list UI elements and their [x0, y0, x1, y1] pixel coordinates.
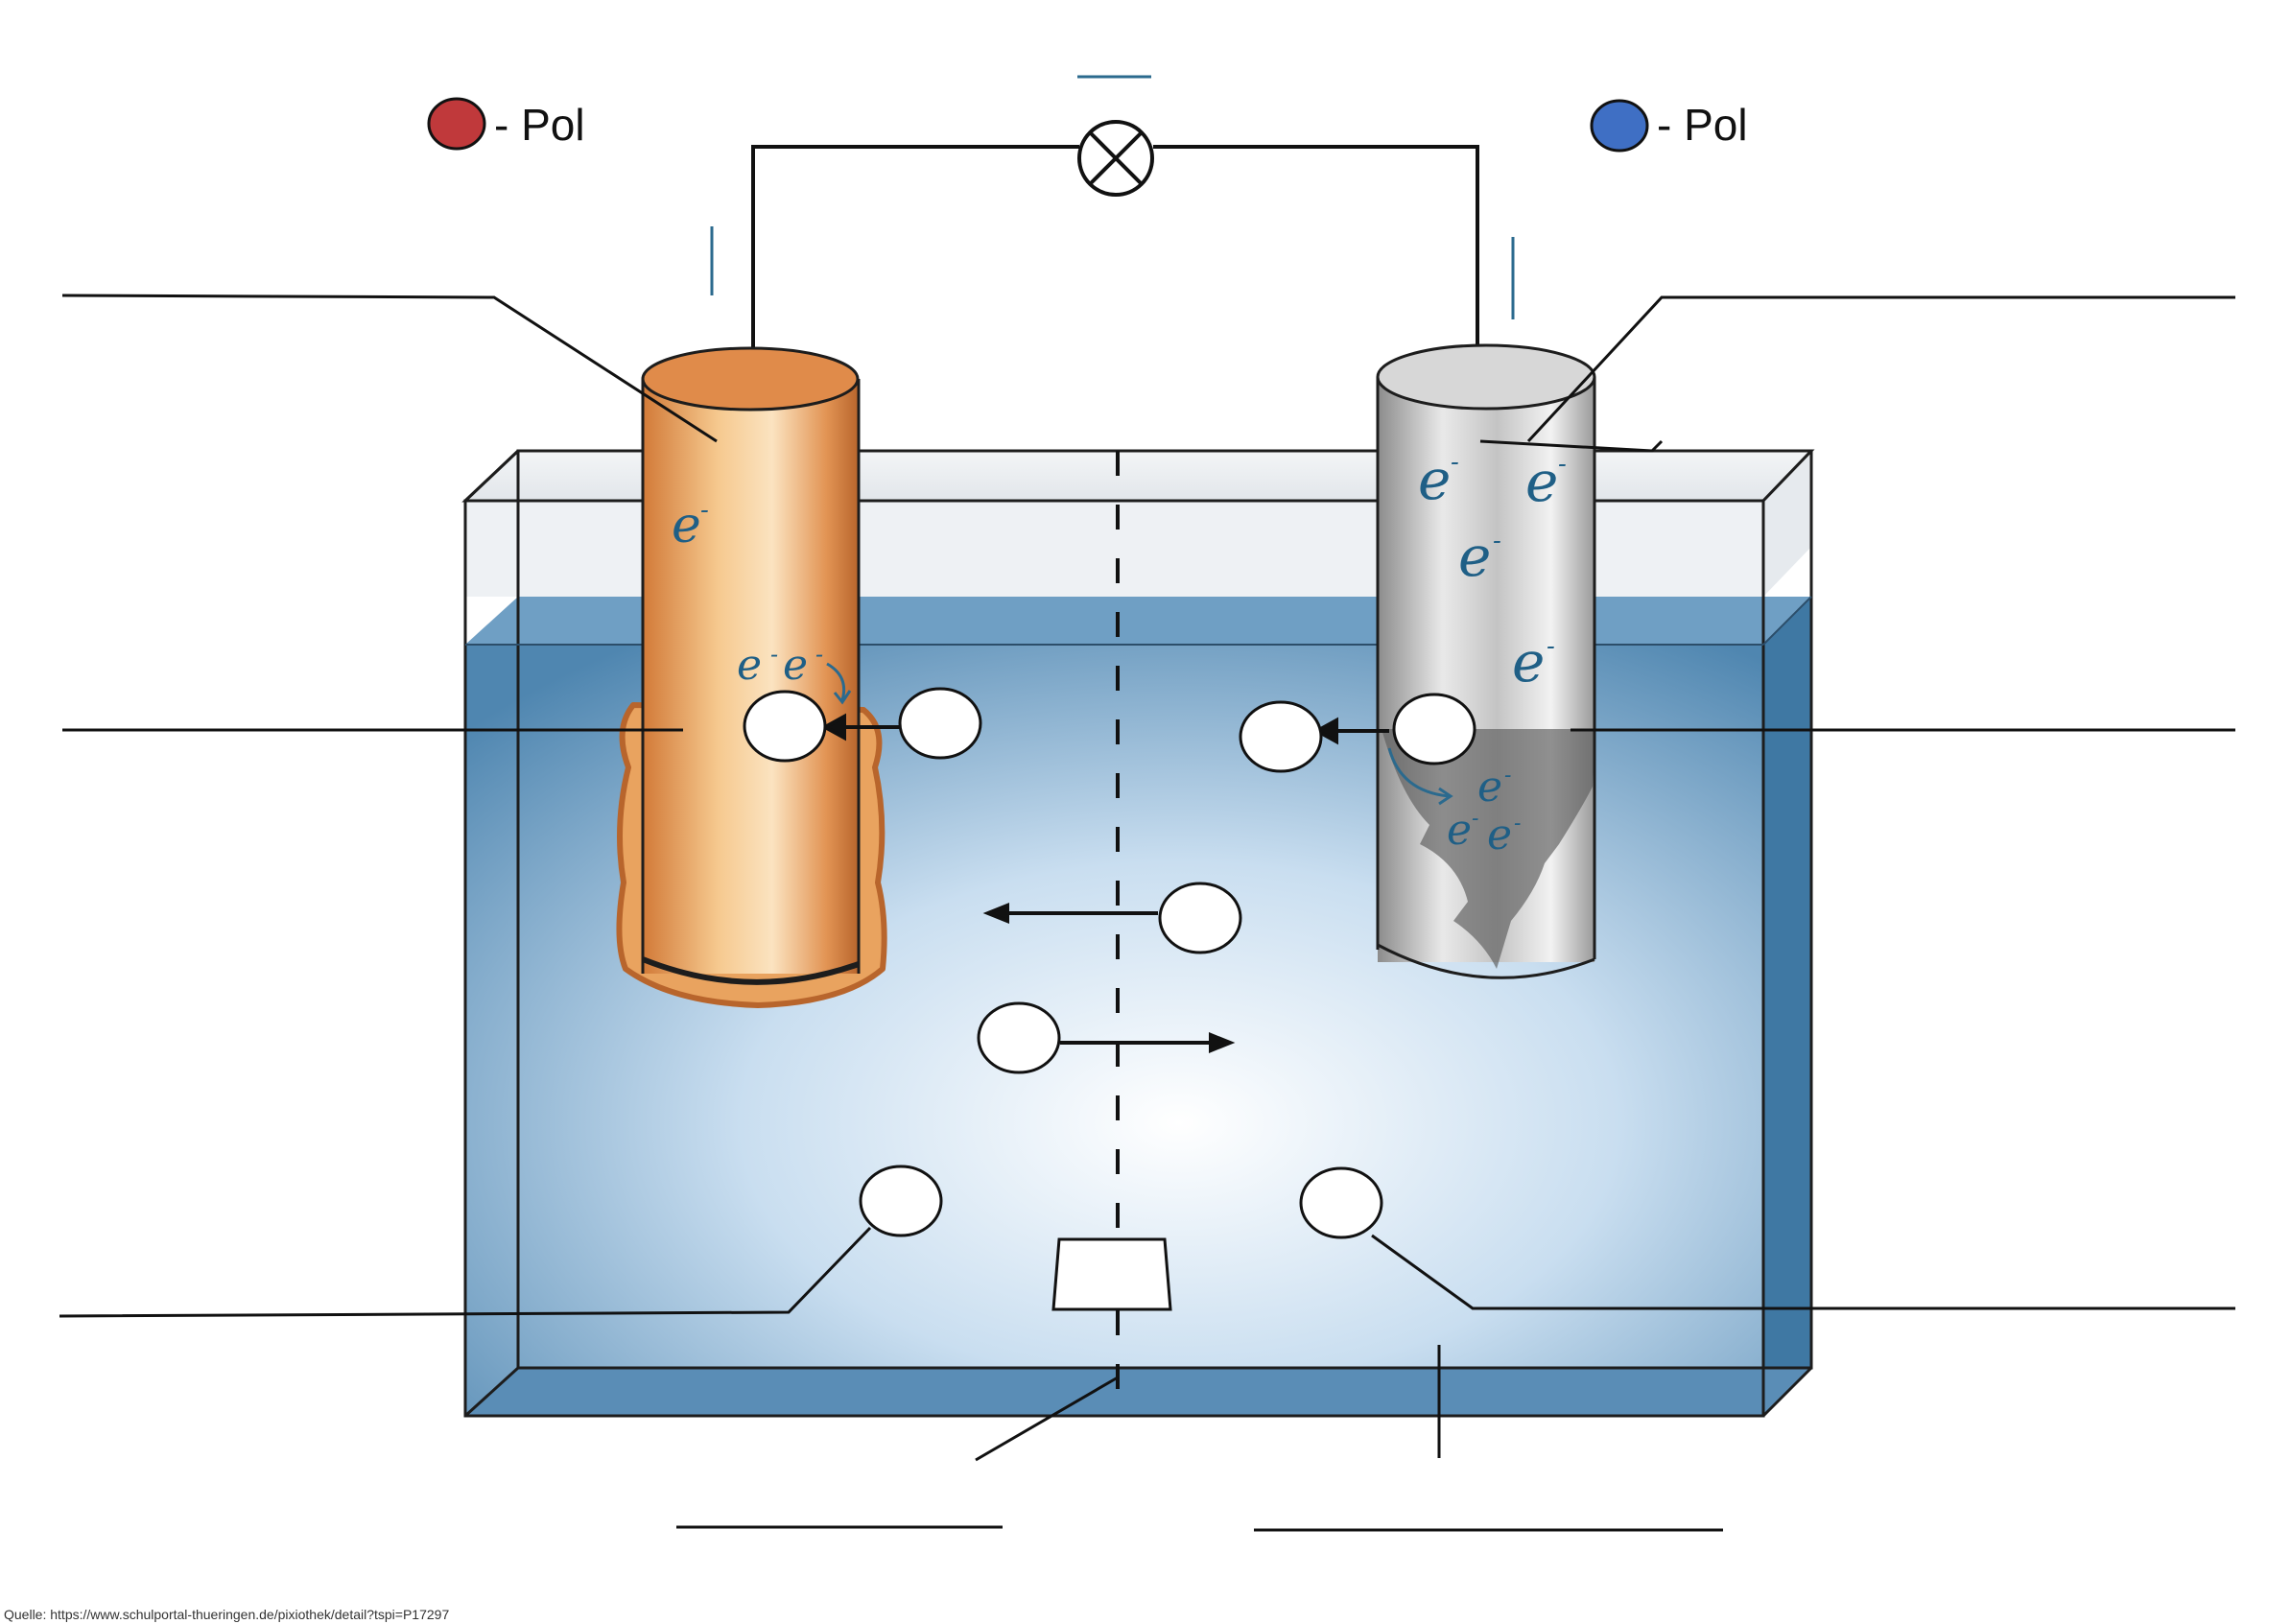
blank-circle-migrating-cation: [977, 1001, 1061, 1074]
electron-label: e: [783, 641, 808, 690]
electron-label: e: [1458, 524, 1491, 589]
blue-marks: [710, 75, 1515, 319]
pole-left: - Pol: [427, 97, 585, 151]
blank-circle-anion-right: [1239, 700, 1323, 773]
electron-charge: -: [700, 496, 709, 525]
electron-charge: -: [1558, 450, 1567, 479]
pole-right-label: - Pol: [1657, 100, 1748, 150]
electron-charge: -: [1451, 448, 1459, 477]
ion-arrows: [820, 713, 1389, 1053]
pole-left-dot: [427, 97, 486, 151]
electron-charge: -: [1493, 527, 1501, 555]
pole-left-label: - Pol: [494, 100, 585, 150]
electron-label: e: [1525, 449, 1558, 514]
copper-electrode: [616, 346, 887, 1008]
electron-charge: -: [1472, 807, 1478, 831]
blank-ion-circles: [743, 687, 1476, 1239]
source-credit: Quelle: https://www.schulportal-thuering…: [4, 1607, 449, 1622]
electron-label: e: [1512, 629, 1545, 694]
electron-label: e: [672, 497, 701, 554]
blank-label-box: [1051, 1237, 1172, 1311]
electron-labels: e - e - e - e - e - e - e - e - e - e -: [672, 447, 1567, 859]
electron-charge: -: [1514, 812, 1521, 836]
blank-circle-cu-ion: [743, 690, 827, 763]
blank-circle-migrating-anion: [1158, 882, 1242, 954]
blank-circle-electrolyte-right: [1299, 1166, 1383, 1239]
electron-label: e: [1418, 447, 1451, 512]
electron-label: e: [1447, 806, 1472, 855]
electron-charge: -: [1547, 632, 1555, 661]
blank-circle-zn-ion: [1392, 693, 1476, 765]
pole-right: - Pol: [1590, 99, 1748, 153]
blank-circle-anion-left: [898, 687, 982, 760]
blank-circle-electrolyte-left: [859, 1165, 943, 1237]
electron-label: e: [737, 641, 762, 690]
electron-flow-arrows: [826, 662, 1453, 806]
electron-charge: -: [815, 641, 823, 668]
zinc-electrode: [1376, 343, 1596, 979]
electron-charge: -: [770, 641, 778, 668]
electron-label: e: [1477, 763, 1502, 812]
electron-label: e: [1487, 811, 1512, 859]
external-circuit-wire: [751, 145, 1479, 365]
pole-right-dot: [1590, 99, 1649, 153]
lamp-icon: [1077, 120, 1154, 197]
answer-leader-lines: [59, 294, 2235, 1532]
electron-charge: -: [1504, 764, 1511, 788]
